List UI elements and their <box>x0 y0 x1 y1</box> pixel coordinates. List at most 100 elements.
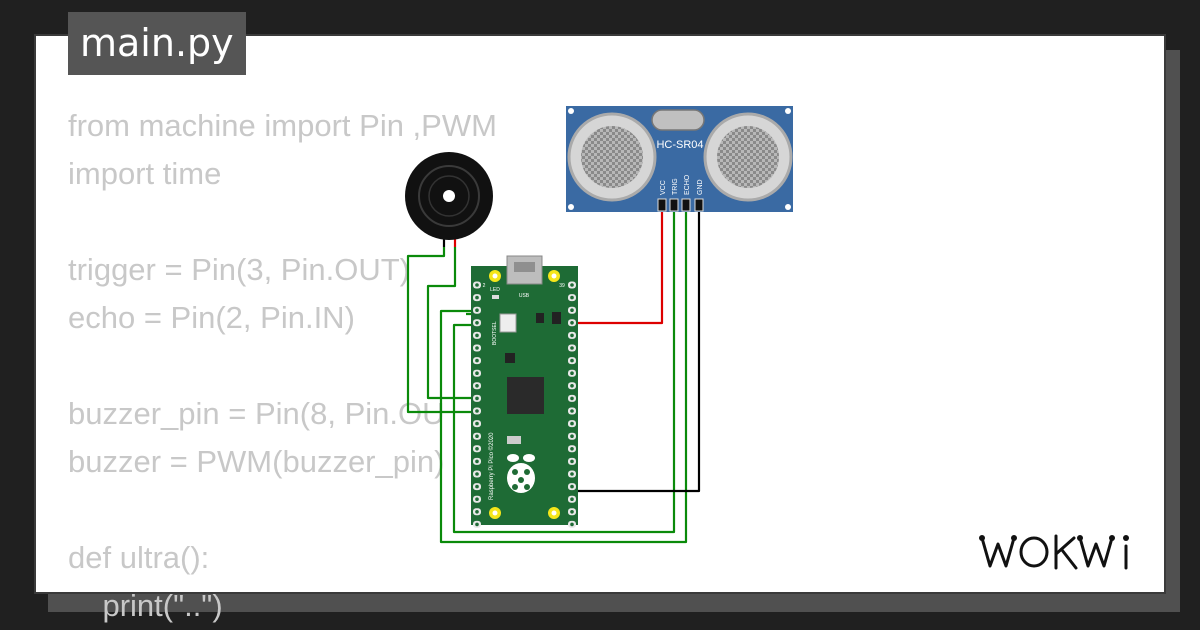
pico-pin-hole-right-18 <box>570 497 574 502</box>
pico-pin-hole-left-7 <box>475 358 479 363</box>
pico-pin-hole-right-8 <box>570 371 574 376</box>
code-block: from machine import Pin ,PWM import time t… <box>68 102 497 630</box>
sensor-mesh-right <box>717 126 779 188</box>
code-line-7: buzzer_pin = Pin(8, Pin.OU <box>68 396 445 431</box>
pico-pin-hole-right-4 <box>570 321 574 325</box>
mount-hole-center-bottom-left <box>492 510 498 516</box>
sensor-mount-hole-tl <box>568 108 574 114</box>
pico-pin-hole-right-15 <box>570 459 574 464</box>
pico-pin-hole-left-12 <box>475 421 479 426</box>
wire-trig[interactable] <box>452 210 676 534</box>
sensor-mount-hole-tr <box>785 108 791 114</box>
pico-pin-hole-right-7 <box>570 358 574 363</box>
pico-pin-hole-left-15 <box>475 459 479 464</box>
pico-pin-hole-right-9 <box>570 384 574 388</box>
pico-pin-hole-right-6 <box>570 346 574 350</box>
pico-pin-hole-right-12 <box>570 421 574 426</box>
pico-board[interactable]: USB LED 2 39 BOOTSEL Raspberry Pi Pico ©… <box>471 255 578 528</box>
mount-hole-center-top-right <box>551 273 557 279</box>
sensor-pin-echo[interactable] <box>681 198 691 212</box>
sensor-pin-label-echo: ECHO <box>684 174 691 195</box>
sensor-pin-trig[interactable] <box>669 198 679 212</box>
sensor-pin-vcc[interactable] <box>657 198 667 212</box>
pico-pin-hole-left-3 <box>475 308 479 313</box>
pico-pin-hole-left-19 <box>475 510 479 514</box>
chip-small-3 <box>505 353 515 363</box>
file-title: main.py <box>68 12 246 75</box>
sensor-mount-hole-br <box>785 204 791 210</box>
code-line-10: def ultra(): <box>68 540 210 575</box>
usb-port <box>514 262 535 272</box>
code-line-8: buzzer = PWM(buzzer_pin) <box>68 444 445 479</box>
sensor-mount-hole-bl <box>568 204 574 210</box>
wire-echo[interactable] <box>439 210 688 544</box>
pico-pin-hole-left-11 <box>475 409 479 413</box>
pico-pin-hole-right-2 <box>570 295 574 300</box>
pico-pin-hole-left-1 <box>475 283 479 287</box>
buzzer-ring-inner <box>428 175 470 217</box>
pico-pin-hole-left-6 <box>475 346 479 350</box>
pin-number-39: 39 <box>559 283 565 289</box>
code-line-2: import time <box>68 156 222 191</box>
sensor-mesh-left <box>581 126 643 188</box>
chip-small-1 <box>536 313 544 323</box>
pin-number-2: 2 <box>483 283 486 289</box>
pico-pin-hole-left-17 <box>475 484 479 489</box>
board-silkscreen: Raspberry Pi Pico ©2020 <box>488 432 495 500</box>
pico-pin-hole-right-11 <box>570 409 574 413</box>
code-line-5: echo = Pin(2, Pin.IN) <box>68 300 355 335</box>
wire-gnd[interactable] <box>568 210 701 493</box>
chip-small-2 <box>552 312 561 324</box>
piezo-buzzer[interactable] <box>405 152 493 240</box>
pico-pin-hole-left-18 <box>475 497 479 502</box>
pico-pin-hole-right-14 <box>570 447 574 451</box>
wires <box>406 210 701 544</box>
pico-pin-hole-right-13 <box>570 434 574 439</box>
pico-pin-hole-right-1 <box>570 283 574 287</box>
pico-pin-hole-right-17 <box>570 484 574 489</box>
pico-pin-hole-left-10 <box>475 396 479 401</box>
sensor-pin-label-vcc: VCC <box>660 180 667 195</box>
buzzer-ring <box>418 165 480 227</box>
pico-pin-hole-left-5 <box>475 333 479 338</box>
pico-pin-hole-left-9 <box>475 384 479 388</box>
sensor-label: HC-SR04 <box>656 139 703 151</box>
buzzer-hole <box>443 190 455 202</box>
smd-component <box>507 436 521 444</box>
mount-hole-center-bottom-right <box>551 510 557 516</box>
pico-pin-hole-left-16 <box>475 472 479 476</box>
pico-pin-hole-left-2 <box>475 295 479 300</box>
rp2040-chip <box>507 377 544 414</box>
led <box>492 295 499 299</box>
mount-hole-center-top-left <box>492 273 498 279</box>
pico-pin-hole-left-4 <box>475 321 479 325</box>
code-line-1: from machine import Pin ,PWM <box>68 108 497 143</box>
pico-pin-hole-left-8 <box>475 371 479 376</box>
code-line-11: print("..") <box>68 588 223 623</box>
sensor-pin-gnd[interactable] <box>694 198 704 212</box>
pico-pin-hole-right-3 <box>570 308 574 313</box>
wire-buzzer-positive[interactable] <box>426 247 483 400</box>
pico-pin-headers <box>473 281 576 528</box>
pico-pin-hole-left-13 <box>475 434 479 439</box>
usb-label: USB <box>519 293 530 299</box>
wokwi-logo <box>979 534 1129 570</box>
wire-buzzer-negative[interactable] <box>406 247 483 414</box>
code-line-4: trigger = Pin(3, Pin.OUT) <box>68 252 410 287</box>
pico-pin-hole-right-19 <box>570 510 574 514</box>
pico-pin-hole-right-5 <box>570 333 574 338</box>
pico-pin-hole-right-10 <box>570 396 574 401</box>
pico-pin-hole-right-20 <box>570 522 574 527</box>
bootsel-label: BOOTSEL <box>492 321 498 345</box>
led-label: LED <box>490 287 500 293</box>
sensor-pin-label-trig: TRIG <box>672 178 679 195</box>
sensor-crystal <box>651 109 705 131</box>
pico-pin-hole-left-20 <box>475 522 479 527</box>
pico-pin-hole-left-14 <box>475 447 479 451</box>
wire-vcc[interactable] <box>568 210 664 325</box>
raspberry-logo-icon <box>507 454 535 493</box>
ultrasonic-sensor[interactable]: HC-SR04 VCC TRIG ECHO GND <box>566 106 793 212</box>
bootsel-button[interactable] <box>499 313 517 333</box>
sensor-pin-label-gnd: GND <box>697 179 704 195</box>
